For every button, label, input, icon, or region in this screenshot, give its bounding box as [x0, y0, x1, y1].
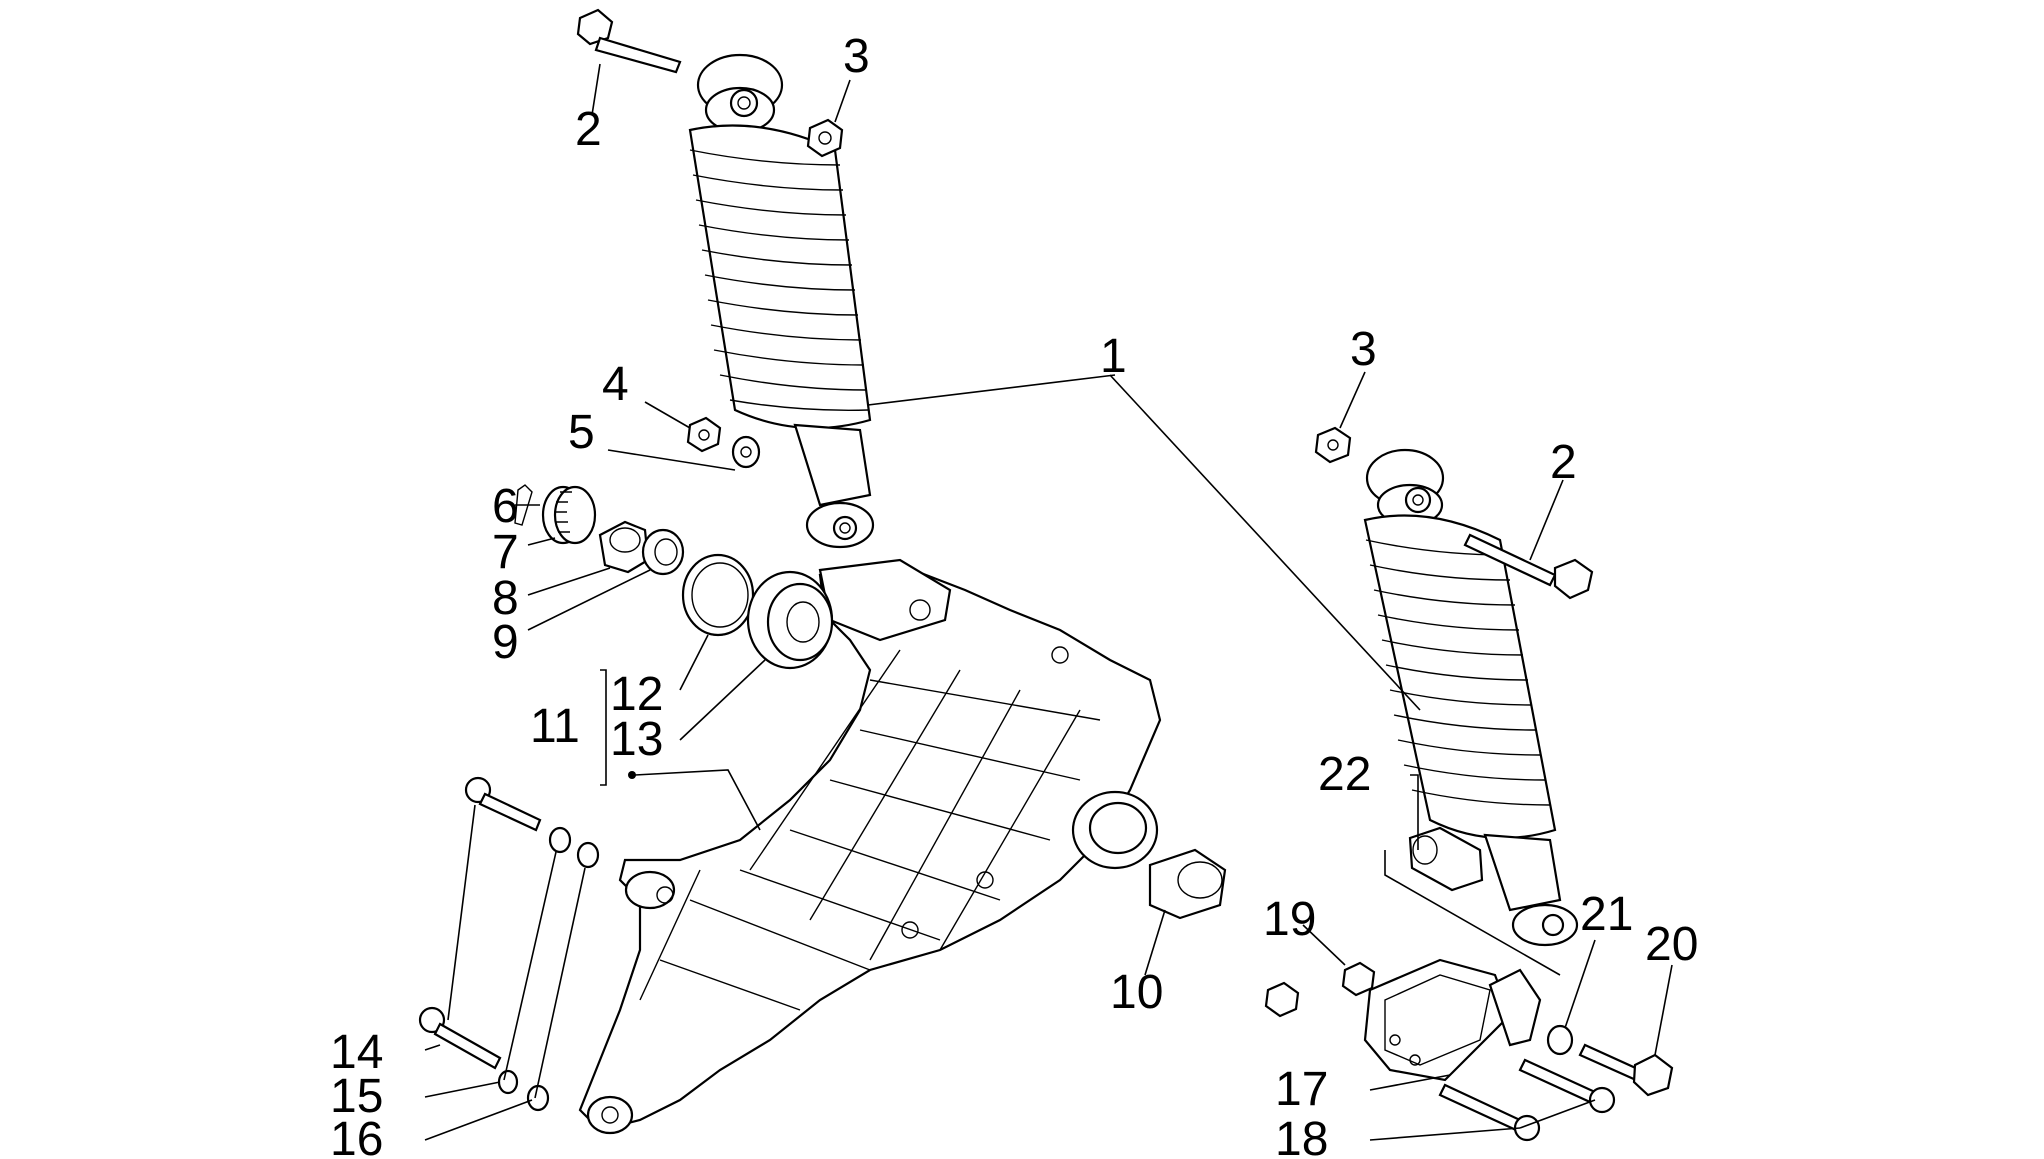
callout-3-top-right: 3: [1350, 323, 1377, 376]
bolt-top-right[interactable]: [1463, 533, 1594, 600]
bushing-8[interactable]: [598, 520, 650, 574]
callout-22: 22: [1318, 748, 1371, 801]
callout-7: 7: [492, 526, 519, 579]
callout-3-top-left: 3: [843, 30, 870, 83]
ball-bearing-13[interactable]: [746, 570, 834, 670]
callout-2-top-left: 2: [575, 103, 602, 156]
callout-8: 8: [492, 572, 519, 625]
nut-19a[interactable]: [1341, 961, 1376, 997]
callout-13: 13: [610, 713, 663, 766]
washer-upper-15[interactable]: [548, 826, 600, 869]
bracket-ribs: [639, 649, 1101, 1011]
callout-20: 20: [1645, 918, 1698, 971]
callout-11: 11: [530, 700, 580, 753]
right-shock-spring: [1363, 514, 1557, 840]
callout-12: 12: [610, 668, 663, 721]
bolt-20[interactable]: [1578, 1043, 1674, 1097]
left-shock-absorber[interactable]: [688, 53, 875, 549]
spacer-22[interactable]: [1408, 826, 1484, 892]
silent-block-bushing-10[interactable]: [1148, 848, 1227, 920]
callout-17: 17: [1275, 1063, 1328, 1116]
bolt-top-left[interactable]: [576, 8, 682, 74]
callout-15: 15: [330, 1070, 383, 1123]
bolt-18b[interactable]: [1518, 1058, 1616, 1114]
callout-6: 6: [492, 480, 519, 533]
washer-5[interactable]: [731, 435, 761, 469]
washer-lower-16[interactable]: [526, 1084, 550, 1112]
leader-lines: [424, 63, 1673, 1141]
bolt-18a[interactable]: [1438, 1083, 1541, 1142]
washer-21[interactable]: [1546, 1024, 1574, 1056]
callout-2-top-right: 2: [1550, 436, 1577, 489]
reference-dot: [628, 771, 636, 779]
callout-4: 4: [602, 358, 629, 411]
nut-4[interactable]: [686, 416, 722, 453]
callout-18: 18: [1275, 1113, 1328, 1159]
callout-19: 19: [1263, 893, 1316, 946]
nut-top-right[interactable]: [1314, 426, 1352, 464]
bolt-upper-left-14[interactable]: [464, 776, 542, 832]
swing-arm-bracket[interactable]: [578, 558, 1162, 1135]
washer-lower-15[interactable]: [497, 1069, 519, 1095]
nut-top-left[interactable]: [806, 118, 844, 158]
callout-9: 9: [492, 616, 519, 669]
callout-16: 16: [330, 1113, 383, 1159]
callout-5: 5: [568, 406, 595, 459]
shock-mount-bracket-17[interactable]: [1363, 958, 1542, 1082]
callout-10: 10: [1110, 966, 1163, 1019]
nut-19b[interactable]: [1264, 981, 1300, 1018]
right-shock-absorber[interactable]: [1363, 448, 1579, 947]
washer-9[interactable]: [641, 528, 685, 576]
callout-21: 21: [1580, 888, 1633, 941]
left-shock-spring: [688, 124, 872, 430]
cotter-pin-6[interactable]: [514, 484, 533, 526]
bolt-lower-left-14[interactable]: [418, 1006, 502, 1070]
callout-1: 1: [1100, 330, 1127, 383]
roller-bearing-7[interactable]: [541, 485, 597, 545]
callout-14: 14: [330, 1026, 383, 1079]
callout-labels: 1 2 3 4 5 6 7 8 9 10 11 12 13 14 15 16 1…: [330, 30, 1698, 1159]
circlip-12[interactable]: [681, 553, 755, 637]
